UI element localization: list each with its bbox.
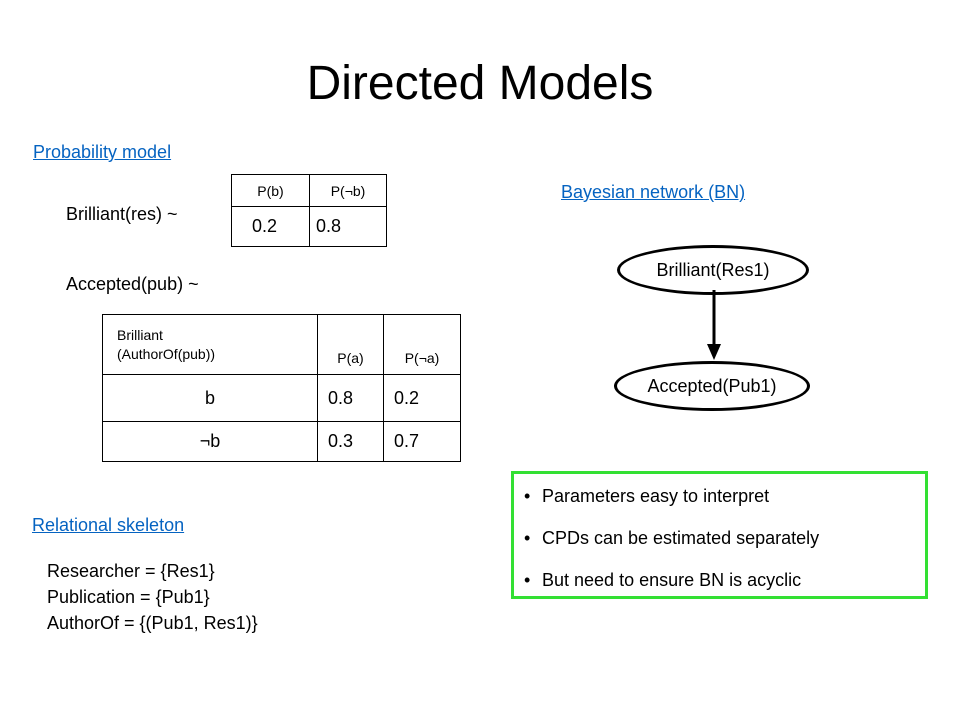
list-item: • But need to ensure BN is acyclic xyxy=(524,570,801,591)
header-condition-line2: (AuthorOf(pub)) xyxy=(117,345,216,362)
row-pa: 0.3 xyxy=(317,421,384,462)
skeleton-line: Researcher = {Res1} xyxy=(47,561,215,581)
header-condition: Brilliant (AuthorOf(pub)) xyxy=(102,314,318,375)
bn-edge-arrow xyxy=(707,290,721,360)
row-pna: 0.7 xyxy=(383,421,461,462)
slide-title: Directed Models xyxy=(306,57,654,110)
probability-model-heading[interactable]: Probability model xyxy=(33,142,172,162)
bn-node-accepted: Accepted(Pub1) xyxy=(614,361,810,411)
bn-node-accepted-label: Accepted(Pub1) xyxy=(647,375,777,396)
skeleton-line: AuthorOf = {(Pub1, Res1)} xyxy=(47,613,258,633)
table-row: b 0.8 0.2 xyxy=(102,374,461,422)
relational-skeleton-body: Researcher = {Res1} Publication = {Pub1}… xyxy=(47,558,258,636)
brilliant-cpt-table: P(b) P(¬b) 0.2 0.8 xyxy=(231,174,387,247)
header-p-b: P(b) xyxy=(231,174,310,207)
bullet-text: Parameters easy to interpret xyxy=(542,486,770,506)
bullet-text: But need to ensure BN is acyclic xyxy=(542,570,802,590)
row-pa: 0.8 xyxy=(317,374,384,422)
bullet-marker: • xyxy=(524,486,531,506)
list-item: • CPDs can be estimated separately xyxy=(524,528,819,549)
accepted-cpt-table: Brilliant (AuthorOf(pub)) P(a) P(¬a) b 0… xyxy=(102,314,461,462)
bn-node-brilliant: Brilliant(Res1) xyxy=(617,245,809,295)
header-p-not-b: P(¬b) xyxy=(309,174,387,207)
bullet-marker: • xyxy=(524,528,531,548)
accepted-pub-label: Accepted(pub) ~ xyxy=(66,274,199,294)
value-p-b: 0.2 xyxy=(231,206,310,247)
row-condition: b xyxy=(102,374,318,422)
relational-skeleton-heading[interactable]: Relational skeleton xyxy=(32,515,185,535)
brilliant-res-label: Brilliant(res) ~ xyxy=(66,204,178,224)
list-item: • Parameters easy to interpret xyxy=(524,486,769,507)
bullet-marker: • xyxy=(524,570,531,590)
header-p-not-a: P(¬a) xyxy=(383,314,461,375)
skeleton-line: Publication = {Pub1} xyxy=(47,587,210,607)
bayesian-network-heading[interactable]: Bayesian network (BN) xyxy=(561,182,746,202)
bn-node-brilliant-label: Brilliant(Res1) xyxy=(656,259,770,280)
header-p-a: P(a) xyxy=(317,314,384,375)
table-row: ¬b 0.3 0.7 xyxy=(102,421,461,462)
bullet-text: CPDs can be estimated separately xyxy=(542,528,820,548)
header-condition-line1: Brilliant xyxy=(117,326,163,343)
value-p-not-b: 0.8 xyxy=(309,206,387,247)
row-condition: ¬b xyxy=(102,421,318,462)
row-pna: 0.2 xyxy=(383,374,461,422)
summary-box: • Parameters easy to interpret • CPDs can … xyxy=(511,471,928,599)
